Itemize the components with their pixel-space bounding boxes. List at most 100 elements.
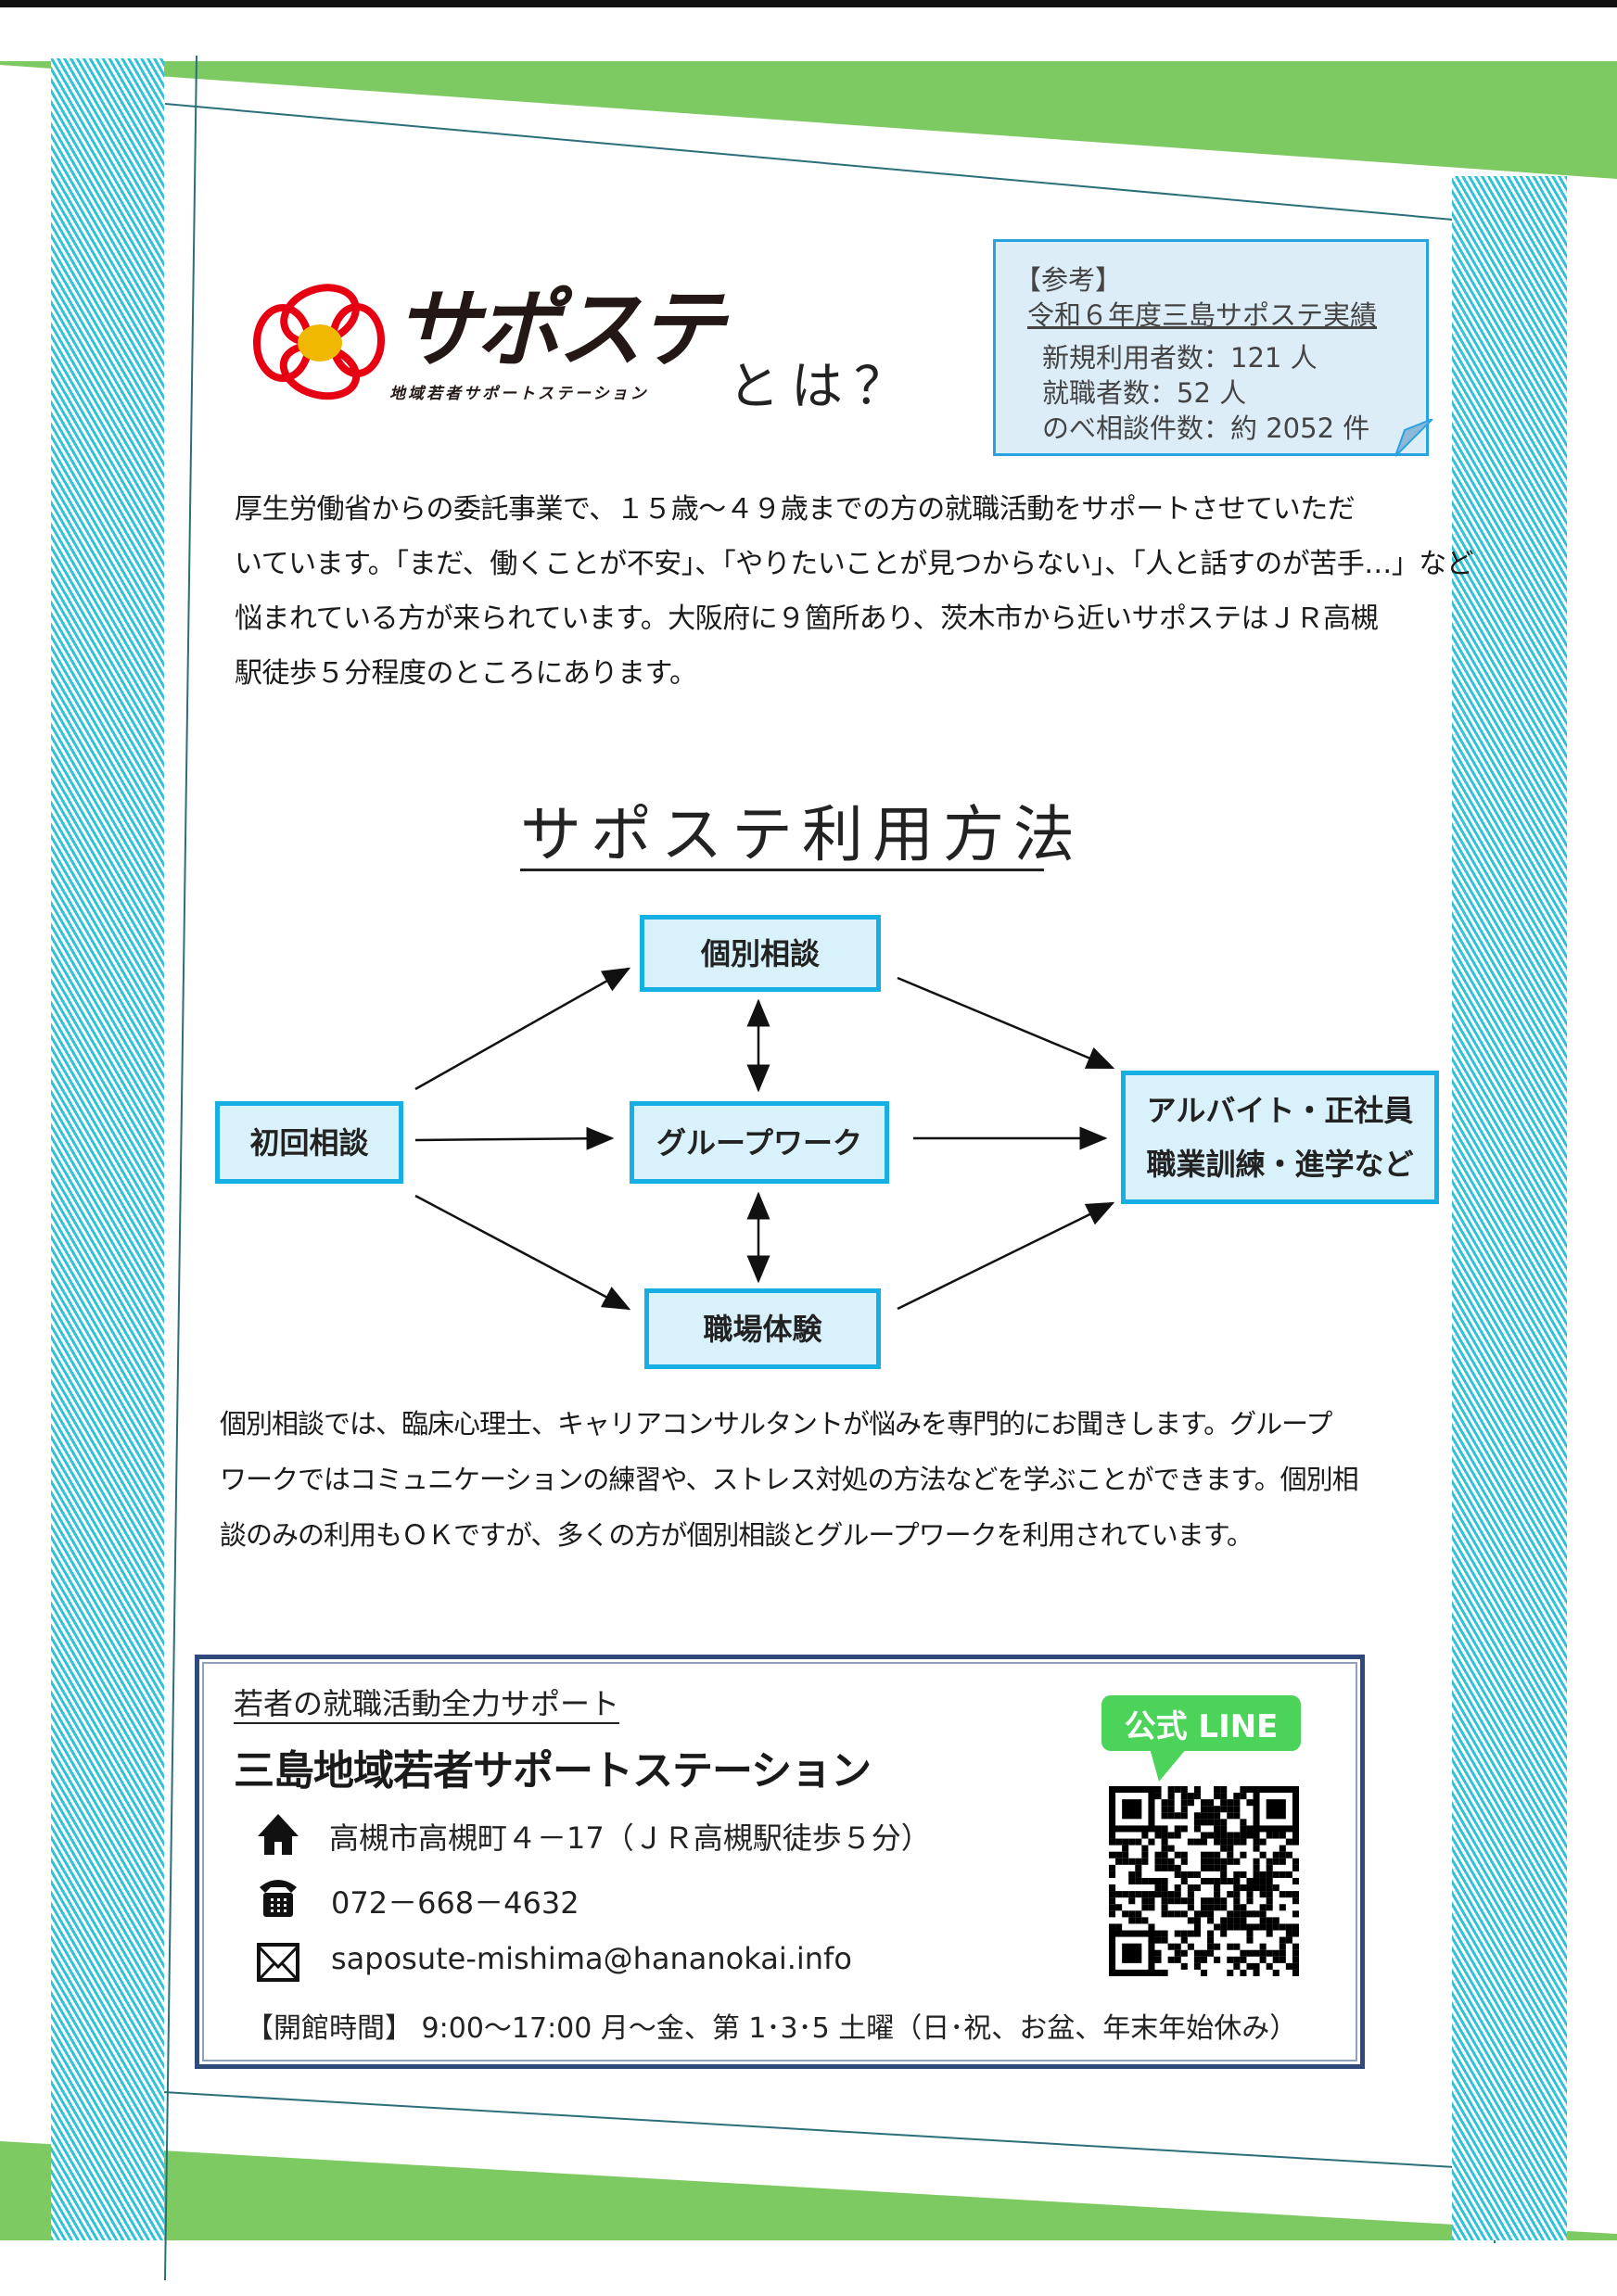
qr-module — [1167, 1812, 1175, 1820]
qr-module — [1240, 1819, 1247, 1826]
qr-module — [1233, 1812, 1241, 1820]
qr-module — [1115, 1923, 1123, 1931]
qr-module — [1122, 1838, 1129, 1846]
qr-module — [1292, 1832, 1299, 1839]
qr-module — [1259, 1851, 1267, 1858]
qr-module — [1220, 1799, 1228, 1807]
qr-module — [1227, 1956, 1234, 1963]
qr-module — [1174, 1851, 1181, 1858]
qr-module — [1207, 1877, 1215, 1885]
qr-module — [1266, 1871, 1273, 1878]
qr-module — [1115, 1891, 1123, 1898]
qr-module — [1259, 1891, 1267, 1898]
qr-module — [1193, 1819, 1201, 1826]
intro-line: いています。「まだ、働くことが不安」、「やりたいことが見つからない」、「人と話す… — [235, 548, 1474, 580]
qr-module — [1187, 1838, 1194, 1846]
contact-phone: 072－668－4632 — [331, 1885, 579, 1921]
qr-module — [1292, 1877, 1299, 1885]
qr-module — [1292, 1891, 1299, 1898]
bottom-green-band — [0, 2141, 1617, 2240]
intro-line: 駅徒歩５分程度のところにあります。 — [235, 657, 697, 690]
qr-module — [1214, 1943, 1221, 1950]
qr-module — [1240, 1871, 1247, 1878]
qr-module — [1200, 1949, 1208, 1957]
qr-module — [1207, 1832, 1215, 1839]
qr-module — [1128, 1858, 1136, 1865]
reference-title: 令和６年度三島サポステ実績 — [1027, 299, 1378, 331]
qr-module — [1207, 1936, 1215, 1944]
logo-wordmark: サポステ — [394, 280, 724, 379]
qr-module — [1259, 1956, 1267, 1963]
qr-module — [1135, 1891, 1142, 1898]
arrow — [414, 1126, 615, 1150]
qr-module — [1135, 1838, 1142, 1846]
qr-module — [1214, 1956, 1221, 1963]
qr-module — [1193, 1884, 1201, 1892]
qr-module — [1128, 1897, 1136, 1905]
qr-module — [1193, 1838, 1201, 1846]
qr-module — [1141, 1845, 1149, 1852]
qr-module — [1200, 1838, 1208, 1846]
qr-module — [1214, 1851, 1221, 1858]
qr-module — [1214, 1884, 1221, 1892]
qr-module — [1141, 1877, 1149, 1885]
qr-module — [1279, 1936, 1286, 1944]
stat-employed: 就職者数：52 人 — [1042, 377, 1247, 409]
qr-module — [1292, 1930, 1299, 1937]
contact-box — [195, 1655, 1365, 2069]
qr-module — [1115, 1851, 1123, 1858]
line-official-badge[interactable]: 公式 LINE — [1101, 1695, 1301, 1751]
page-curl-icon — [1395, 419, 1433, 457]
qr-module — [1109, 1910, 1116, 1918]
reference-label: 【参考】 — [1014, 264, 1123, 296]
qr-module — [1253, 1871, 1260, 1878]
qr-module — [1246, 1884, 1254, 1892]
line-qr-code[interactable] — [1109, 1786, 1299, 1976]
contact-name: 三島地域若者サポートステーション — [234, 1747, 872, 1795]
qr-module — [1220, 1917, 1228, 1924]
qr-module — [1128, 1877, 1136, 1885]
qr-module — [1279, 1943, 1286, 1950]
qr-module — [1122, 1845, 1129, 1852]
qr-module — [1266, 1864, 1273, 1871]
qr-module — [1161, 1910, 1168, 1918]
qr-module — [1253, 1969, 1260, 1976]
qr-module — [1154, 1956, 1162, 1963]
qr-module — [1214, 1864, 1221, 1871]
qr-module — [1259, 1884, 1267, 1892]
qr-module — [1233, 1956, 1241, 1963]
qr-module — [1161, 1930, 1168, 1937]
qr-module — [1233, 1910, 1241, 1918]
description-line: 談のみの利用もＯＫですが、多くの方が個別相談とグループワークを利用されています。 — [220, 1519, 1254, 1551]
qr-module — [1233, 1858, 1241, 1865]
step-individual-consultation: 個別相談 — [640, 915, 881, 992]
qr-module — [1161, 1936, 1168, 1944]
qr-module — [1161, 1877, 1168, 1885]
qr-module — [1246, 1930, 1254, 1937]
stat-consultations: のべ相談件数：約 2052 件 — [1042, 412, 1370, 444]
qr-module — [1227, 1877, 1234, 1885]
qr-module — [1200, 1806, 1208, 1813]
contact-email[interactable]: saposute-mishima@hananokai.info — [331, 1941, 852, 1976]
qr-module — [1128, 1871, 1136, 1878]
qr-module — [1233, 1877, 1241, 1885]
qr-module — [1240, 1793, 1247, 1800]
qr-module — [1292, 1943, 1299, 1950]
qr-module — [1180, 1897, 1188, 1905]
qr-module — [1180, 1799, 1188, 1807]
qr-module — [1240, 1851, 1247, 1858]
qr-module — [1200, 1819, 1208, 1826]
arrow — [897, 1201, 1115, 1311]
qr-module — [1214, 1897, 1221, 1905]
qr-module — [1227, 1799, 1234, 1807]
qr-module — [1279, 1871, 1286, 1878]
qr-module — [1279, 1851, 1286, 1858]
qr-module — [1200, 1904, 1208, 1911]
qr-module — [1214, 1825, 1221, 1833]
qr-module — [1180, 1812, 1188, 1820]
qr-module — [1115, 1838, 1123, 1846]
qr-module — [1292, 1897, 1299, 1905]
qr-module — [1193, 1793, 1201, 1800]
qr-module — [1109, 1851, 1116, 1858]
qr-module — [1292, 1858, 1299, 1865]
